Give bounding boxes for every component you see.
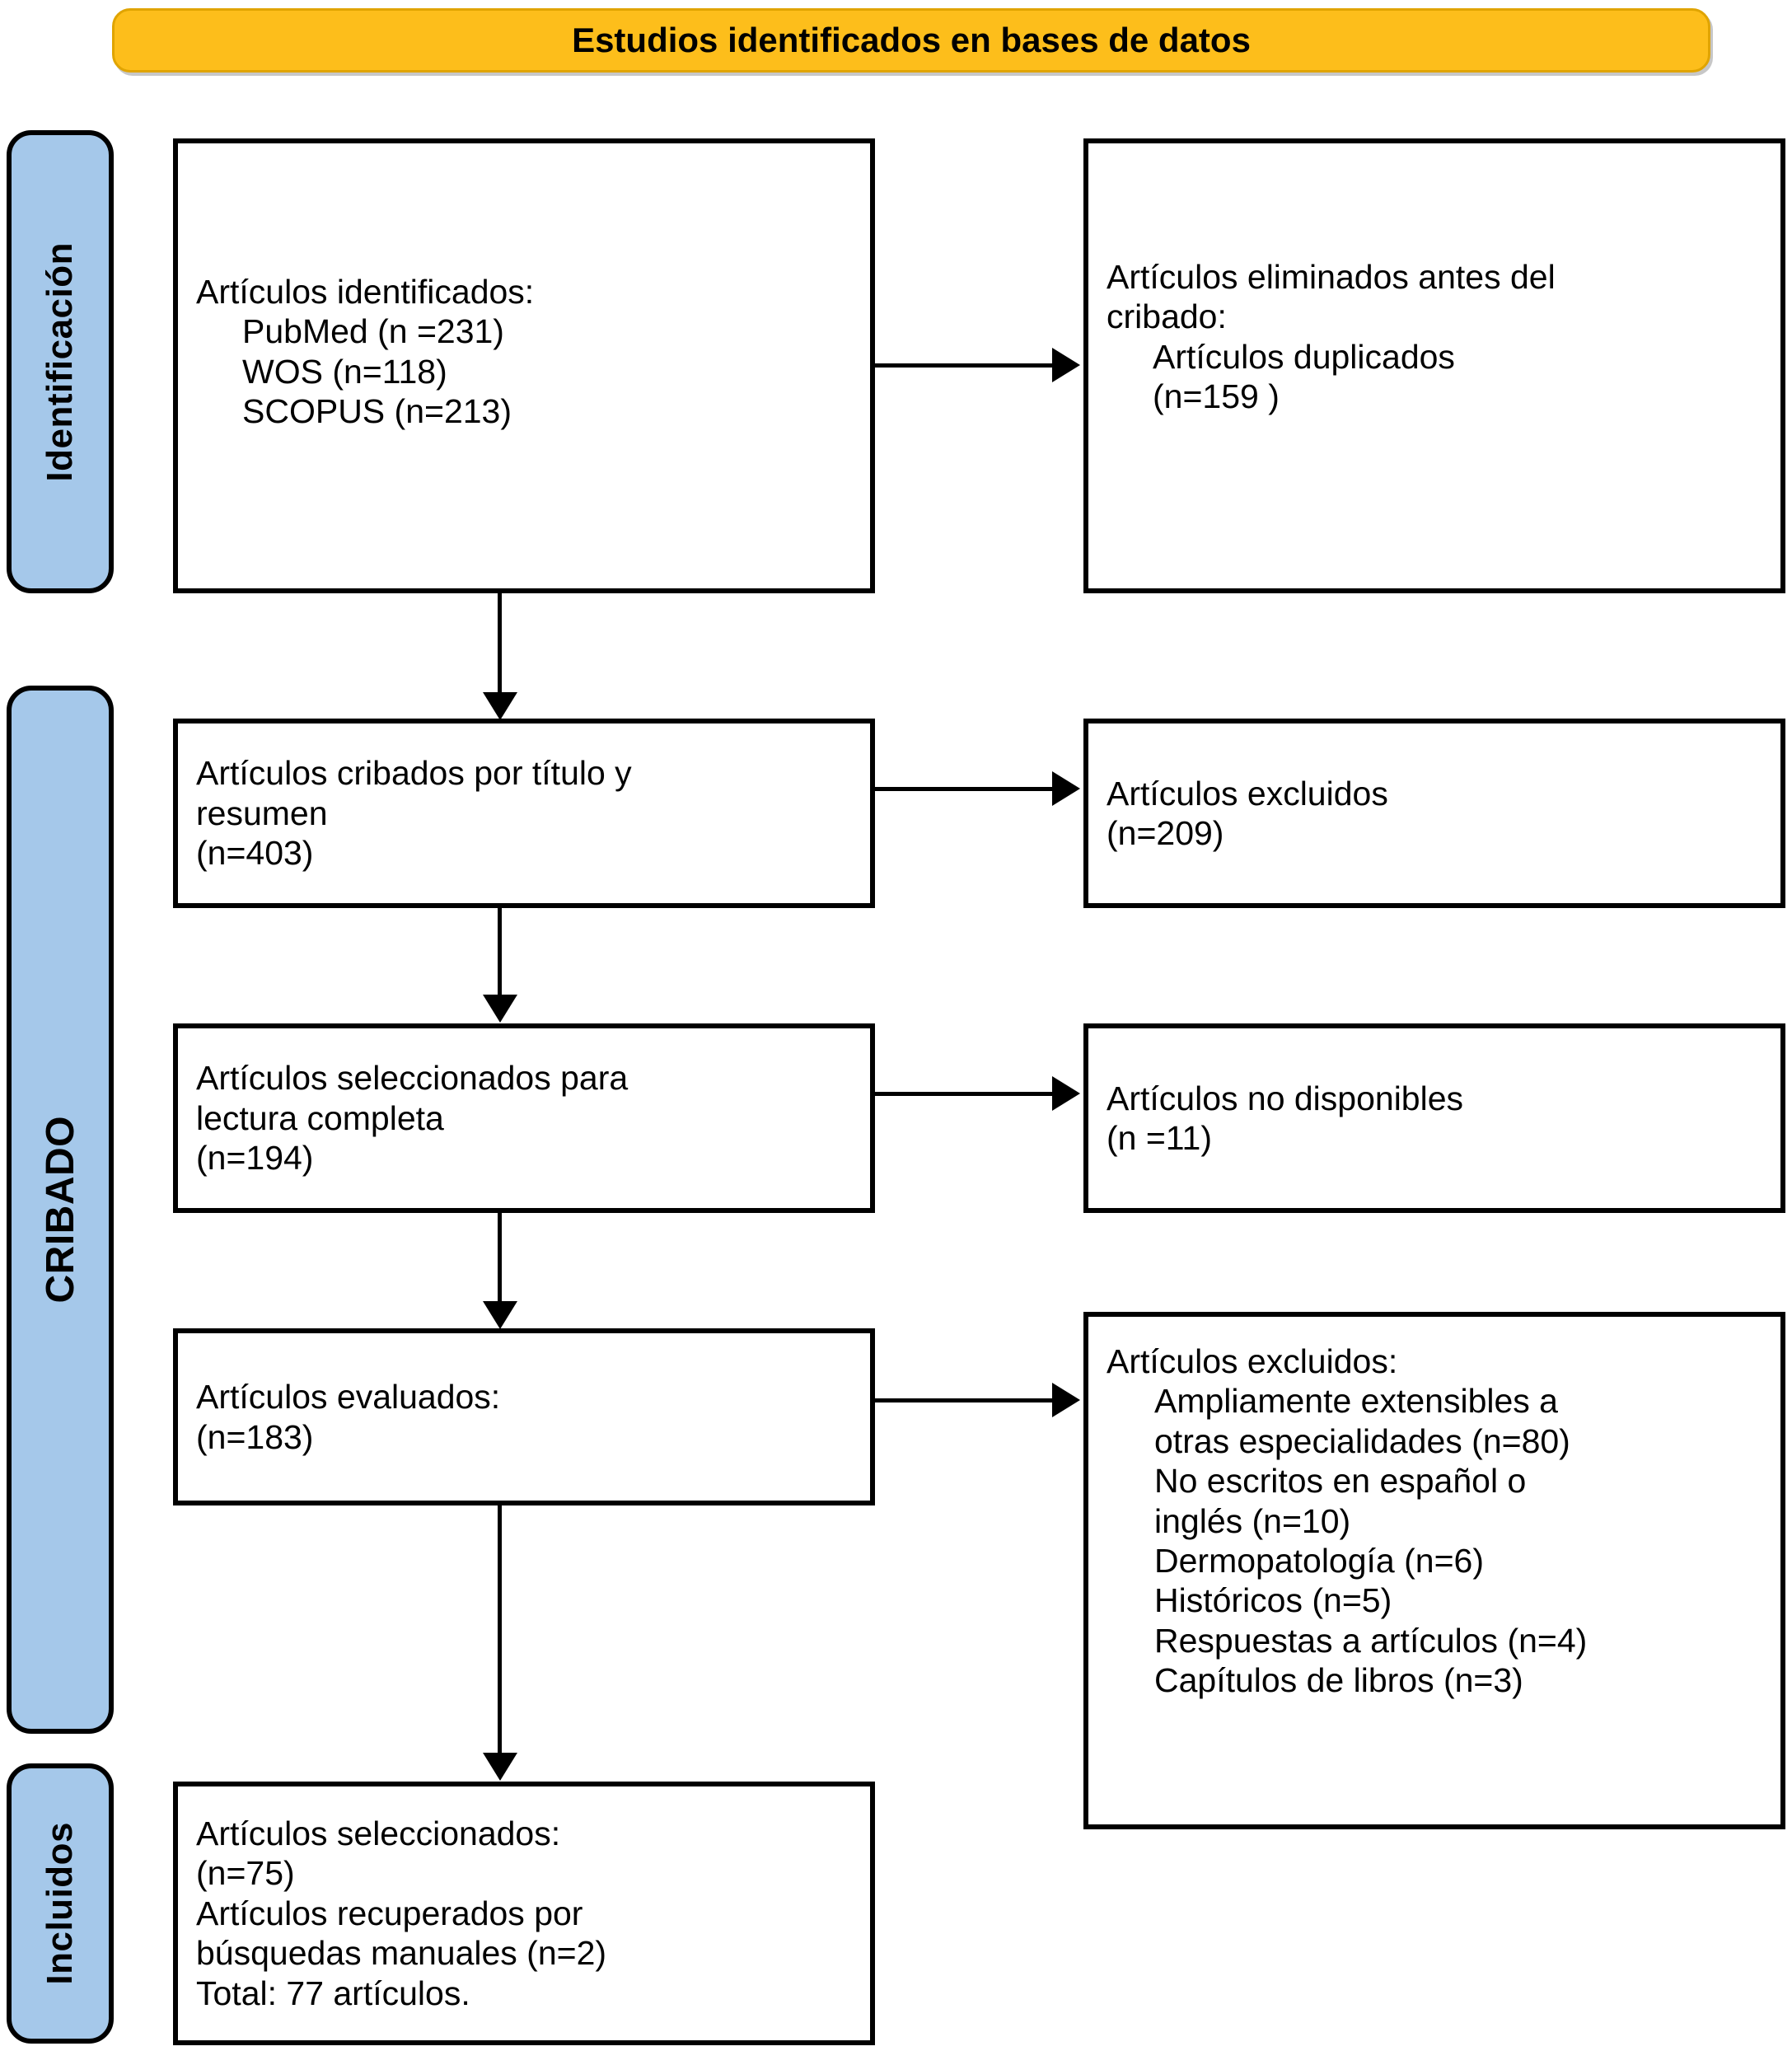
arrow-fulltext-to-notavailable	[1052, 1076, 1080, 1111]
articulos-excluidos-cribado-box: Artículos excluidos (n=209)	[1083, 719, 1785, 908]
stage-label-cribado: CRIBADO	[7, 686, 114, 1734]
arrow-assessed-to-excluded	[1052, 1383, 1080, 1417]
box-line: No escritos en español o	[1154, 1462, 1527, 1501]
stage-label-identificacion-text: Identificación	[40, 241, 80, 482]
box-line: resumen	[196, 794, 328, 832]
stage-label-identificacion: Identificación	[7, 130, 114, 593]
banner-estudios-identificados: Estudios identificados en bases de datos	[112, 8, 1710, 73]
stage-label-incluidos: Incluidos	[7, 1763, 114, 2044]
arrow-identified-to-removed	[1052, 348, 1080, 382]
box-line: (n =11)	[1107, 1119, 1213, 1157]
stage-label-cribado-text: CRIBADO	[38, 1116, 82, 1304]
connector-assessed-to-excluded	[875, 1398, 1052, 1402]
articulos-cribados-box: Artículos cribados por título y resumen …	[173, 719, 875, 908]
arrow-identified-to-screened	[483, 692, 517, 720]
banner-title: Estudios identificados en bases de datos	[572, 21, 1251, 59]
box-line: Artículos duplicados	[1153, 337, 1455, 376]
box-line: Artículos excluidos	[1107, 774, 1388, 812]
box-line: (n=183)	[196, 1417, 314, 1456]
connector-screened-to-fulltext	[498, 908, 502, 995]
box-line: cribado:	[1107, 297, 1227, 336]
box-line: WOS (n=118)	[242, 352, 447, 391]
box-line: (n=209)	[1107, 814, 1224, 852]
arrow-fulltext-to-assessed	[483, 1301, 517, 1329]
connector-fulltext-to-notavailable	[875, 1092, 1052, 1096]
box-line: Artículos no disponibles	[1107, 1079, 1464, 1117]
connector-fulltext-to-assessed	[498, 1213, 502, 1301]
connector-assessed-to-included	[498, 1505, 502, 1753]
box-line: Artículos evaluados:	[196, 1378, 501, 1417]
box-line: Total: 77 artículos.	[196, 1974, 470, 2012]
connector-identified-to-removed	[875, 363, 1052, 368]
box-line: Dermopatología (n=6)	[1154, 1541, 1484, 1580]
articulos-no-disponibles-box: Artículos no disponibles (n =11)	[1083, 1023, 1785, 1213]
articulos-identificados-box: Artículos identificados: PubMed (n =231)…	[173, 138, 875, 593]
stage-label-incluidos-text: Incluidos	[40, 1822, 80, 1985]
box-line: inglés (n=10)	[1154, 1501, 1351, 1540]
box-line: Artículos seleccionados:	[196, 1815, 561, 1853]
box-line: (n=159 )	[1153, 377, 1280, 416]
box-line: Capítulos de libros (n=3)	[1154, 1661, 1523, 1699]
articulos-eliminados-box: Artículos eliminados antes del cribado: …	[1083, 138, 1785, 593]
connector-screened-to-excluded	[875, 787, 1052, 791]
articulos-excluidos-motivos-box: Artículos excluidos: Ampliamente extensi…	[1083, 1312, 1785, 1829]
box-line: Artículos eliminados antes del	[1107, 258, 1556, 296]
box-line: (n=403)	[196, 834, 314, 873]
box-line: lectura completa	[196, 1098, 444, 1137]
box-line: Respuestas a artículos (n=4)	[1154, 1621, 1588, 1660]
box-line: (n=75)	[196, 1854, 295, 1893]
box-line: Artículos identificados:	[196, 273, 535, 311]
box-line: PubMed (n =231)	[242, 312, 504, 351]
box-line: (n=194)	[196, 1139, 314, 1178]
arrow-assessed-to-included	[483, 1753, 517, 1781]
box-line: búsquedas manuales (n=2)	[196, 1934, 607, 1973]
box-line: Artículos excluidos:	[1107, 1342, 1398, 1380]
box-line: otras especialidades (n=80)	[1154, 1421, 1570, 1460]
box-line: Artículos cribados por título y	[196, 754, 632, 793]
box-line: Artículos recuperados por	[196, 1894, 583, 1932]
box-line: Ampliamente extensibles a	[1154, 1382, 1558, 1421]
box-line: SCOPUS (n=213)	[242, 392, 512, 431]
connector-identified-to-screened	[498, 593, 502, 692]
articulos-evaluados-box: Artículos evaluados: (n=183)	[173, 1328, 875, 1505]
box-line: Históricos (n=5)	[1154, 1581, 1392, 1620]
arrow-screened-to-fulltext	[483, 995, 517, 1023]
articulos-seleccionados-lectura-box: Artículos seleccionados para lectura com…	[173, 1023, 875, 1213]
box-line: Artículos seleccionados para	[196, 1059, 629, 1098]
articulos-incluidos-box: Artículos seleccionados: (n=75) Artículo…	[173, 1782, 875, 2045]
arrow-screened-to-excluded	[1052, 771, 1080, 806]
